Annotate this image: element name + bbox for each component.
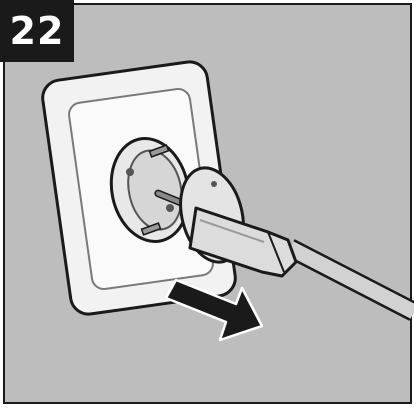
step-number-badge: 22 [0, 0, 74, 62]
power-cable-icon [290, 248, 414, 312]
